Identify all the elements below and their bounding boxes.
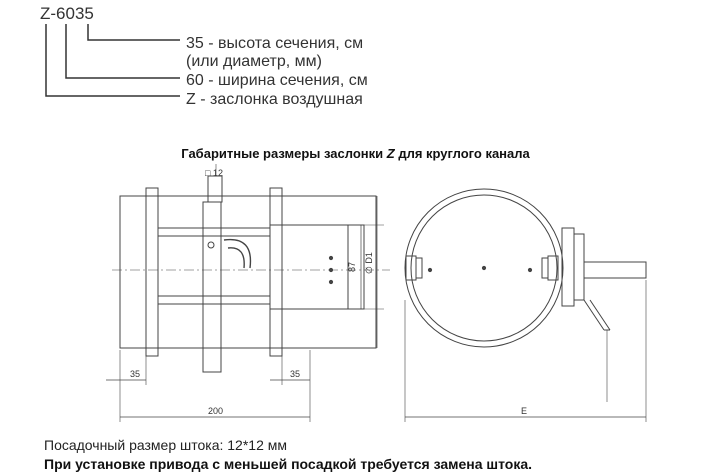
right-offset-label: 35 xyxy=(290,369,300,379)
shaft-size-note: Посадочный размер штока: 12*12 мм xyxy=(44,437,288,453)
height-label: 87 xyxy=(347,262,357,272)
section-title-italic: Z xyxy=(386,146,395,161)
replacement-warning: При установке привода с меньшей посадкой… xyxy=(44,456,532,472)
left-offset-label: 35 xyxy=(130,369,140,379)
legend-width: 60 - ширина сечения, см xyxy=(186,72,368,89)
side-view xyxy=(106,164,390,422)
section-title-prefix: Габаритные размеры заслонки xyxy=(181,146,387,161)
front-view xyxy=(404,188,647,422)
legend-height: 35 - высота сечения, см xyxy=(186,35,364,52)
legend-type: Z - заслонка воздушная xyxy=(186,91,363,108)
side-length-label: E xyxy=(521,406,527,416)
legend-bracket-lines xyxy=(45,24,180,97)
diameter-label: ∅ D1 xyxy=(364,252,374,274)
model-code-legend: Z-6035 35 - высота сечения, см (или диам… xyxy=(0,0,400,120)
shaft-size-label: □ 12 xyxy=(205,168,223,178)
length-label: 200 xyxy=(208,406,223,416)
model-code: Z-6035 xyxy=(40,4,94,23)
technical-drawing: □ 12 87 ∅ D1 35 35 200 E xyxy=(106,164,647,422)
section-title-suffix: для круглого канала xyxy=(394,146,530,161)
section-title: Габаритные размеры заслонки Z для кругло… xyxy=(0,146,711,161)
legend-diameter-note: (или диаметр, мм) xyxy=(186,53,322,70)
